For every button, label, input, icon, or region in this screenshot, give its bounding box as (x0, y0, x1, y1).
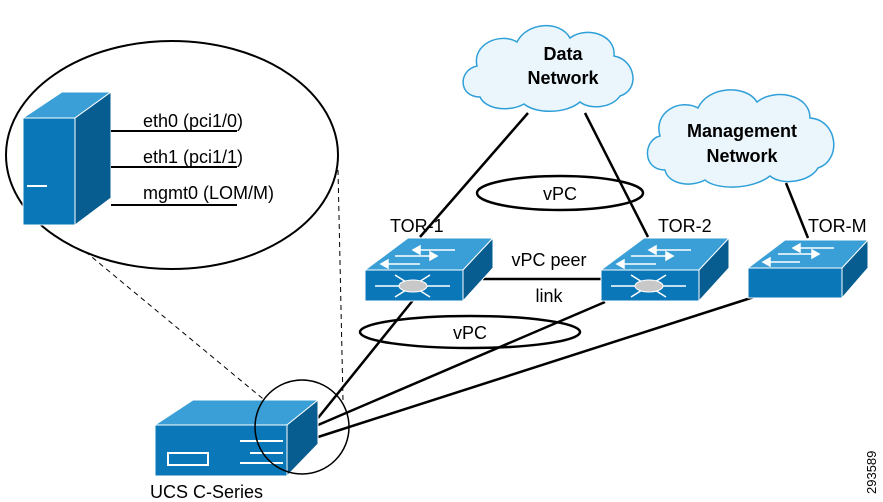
tor1-switch-icon (363, 236, 495, 303)
torm-label: TOR-M (808, 216, 867, 236)
management-network-label-1: Management (687, 121, 797, 141)
management-network-cloud: Management Network (646, 89, 835, 188)
zoom-callout-lines (22, 169, 344, 404)
server-zoom-circle (254, 379, 350, 475)
management-network-label-2: Network (706, 146, 778, 166)
data-network-label-2: Network (527, 68, 599, 88)
tor2-label: TOR-2 (658, 216, 712, 236)
vpc-ellipse-bottom (358, 314, 582, 350)
figure-id: 293589 (864, 451, 879, 494)
link-mgmt-network-torm (784, 182, 810, 239)
link-server-torm (317, 294, 758, 439)
ucs-server-icon (153, 398, 320, 478)
server-label: UCS C-Series (150, 482, 263, 502)
server-rear-icon (21, 91, 113, 226)
link-data-network-tor2 (583, 112, 650, 238)
zoom-bubble: eth0 (pci1/0) eth1 (pci1/1) mgmt0 (LOM/M… (5, 40, 339, 270)
vpc-top-label: vPC (543, 184, 577, 204)
vpc-bottom-label: vPC (453, 323, 487, 343)
tor2-switch-icon (599, 236, 731, 303)
link-data-network-tor1 (419, 112, 529, 238)
interface-label-eth0: eth0 (pci1/0) (143, 111, 243, 131)
vpc-peer-link-label-2: link (535, 286, 563, 306)
tor1-label: TOR-1 (390, 216, 444, 236)
interface-label-eth1: eth1 (pci1/1) (143, 147, 243, 167)
vpc-peer-link-label-1: vPC peer (511, 250, 586, 270)
vpc-ellipse-top (475, 174, 645, 212)
torm-switch-icon (746, 238, 870, 300)
interface-label-mgmt0: mgmt0 (LOM/M) (143, 183, 274, 203)
link-server-tor1 (317, 298, 415, 419)
data-network-label-1: Data (543, 44, 583, 64)
data-network-cloud: Data Network (462, 24, 634, 112)
